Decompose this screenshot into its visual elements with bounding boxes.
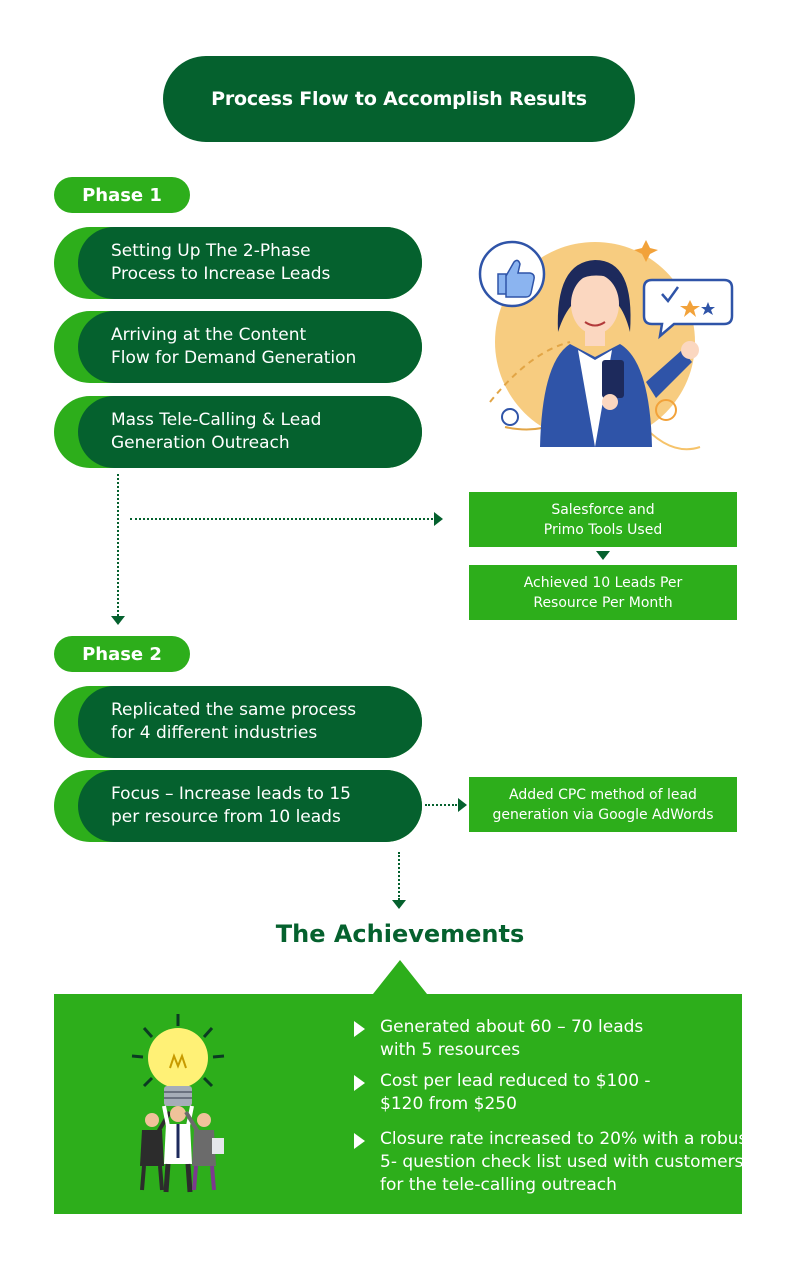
arrow-right-icon <box>458 798 467 812</box>
note-leads-achieved: Achieved 10 Leads Per Resource Per Month <box>469 565 737 620</box>
arrow-down-icon <box>392 900 406 909</box>
chat-bubble-icon <box>642 278 734 340</box>
phase-2-step-1: Replicated the same process for 4 differ… <box>54 686 422 758</box>
arrow-right-icon <box>434 512 443 526</box>
step-text: Focus – Increase leads to 15 per resourc… <box>111 784 351 827</box>
arrow-down-icon <box>111 616 125 625</box>
bullet-arrow-icon <box>354 1075 365 1091</box>
team-lightbulb-illustration <box>131 1014 225 1193</box>
note-tools-used: Salesforce and Primo Tools Used <box>469 492 737 547</box>
step-text: Mass Tele-Calling & Lead Generation Outr… <box>111 410 322 453</box>
step-text: Replicated the same process for 4 differ… <box>111 700 357 743</box>
woman-phone-illustration <box>478 240 734 451</box>
bullet-arrow-icon <box>354 1133 365 1149</box>
connector-phase2-right <box>425 804 457 806</box>
step-text: Arriving at the Content Flow for Demand … <box>111 325 357 368</box>
phase-2-step-2: Focus – Increase leads to 15 per resourc… <box>54 770 422 842</box>
bullet-arrow-icon <box>354 1021 365 1037</box>
connector-phase1-right <box>130 518 433 520</box>
connector-phase1-down <box>117 474 119 616</box>
phase-1-label: Phase 1 <box>54 177 190 213</box>
phase-2-label: Phase 2 <box>54 636 190 672</box>
note-cpc-method: Added CPC method of lead generation via … <box>469 777 737 832</box>
phase-1-step-3: Mass Tele-Calling & Lead Generation Outr… <box>54 396 422 468</box>
smartphone-icon <box>602 360 624 398</box>
thumbs-up-icon <box>478 240 546 308</box>
arrow-down-icon <box>596 551 610 560</box>
phase-1-step-1: Setting Up The 2-Phase Process to Increa… <box>54 227 422 299</box>
achievements-panel: Generated about 60 – 70 leads with 5 res… <box>54 994 754 1214</box>
lightbulb-icon <box>131 1014 225 1106</box>
achievements-title: The Achievements <box>275 920 525 948</box>
achievements-pointer <box>373 960 427 994</box>
page-title: Process Flow to Accomplish Results <box>163 56 635 142</box>
connector-to-achievements <box>398 852 400 900</box>
step-text: Setting Up The 2-Phase Process to Increa… <box>111 241 331 284</box>
phase-1-step-2: Arriving at the Content Flow for Demand … <box>54 311 422 383</box>
